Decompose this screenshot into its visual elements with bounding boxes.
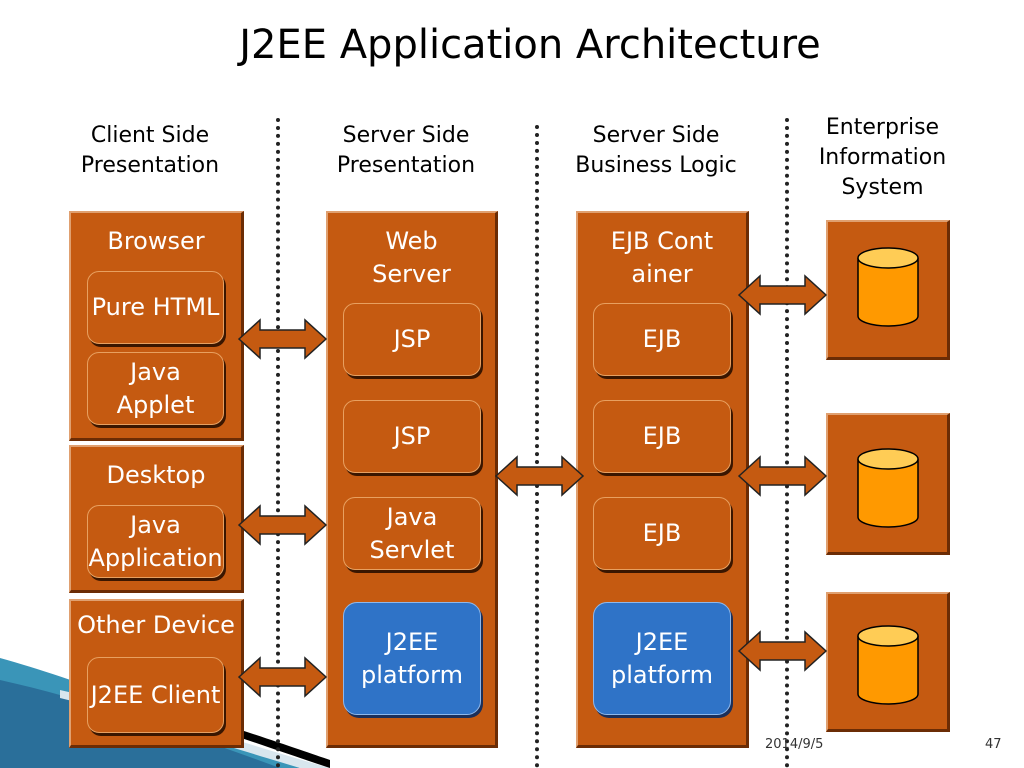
slide-date: 2014/9/5 bbox=[765, 737, 824, 752]
header-line: Client Side bbox=[90, 123, 210, 148]
header-server-presentation: Server Side Presentation bbox=[311, 121, 501, 181]
eis-panel bbox=[826, 220, 950, 360]
browser-title: Browser bbox=[107, 227, 205, 255]
header-line: Presentation bbox=[80, 153, 220, 178]
j2ee-platform-label: J2EE platform bbox=[361, 627, 463, 689]
java-applet-label: Java Applet bbox=[116, 357, 195, 419]
java-application-box: Java Application bbox=[87, 505, 224, 578]
ejb-box: EJB bbox=[593, 303, 731, 376]
database-icon bbox=[857, 247, 919, 327]
double-arrow-icon bbox=[238, 504, 328, 546]
double-arrow-icon bbox=[495, 455, 585, 497]
database-icon bbox=[857, 625, 919, 705]
j2ee-platform-box: J2EE platform bbox=[343, 602, 481, 715]
desktop-title: Desktop bbox=[106, 461, 206, 489]
jsp-box: JSP bbox=[343, 303, 481, 376]
header-enterprise-information-system: Enterprise Information System bbox=[795, 113, 970, 203]
header-line: Enterprise bbox=[825, 115, 940, 140]
java-servlet-label: Java Servlet bbox=[369, 502, 455, 564]
j2ee-platform-label: J2EE platform bbox=[611, 627, 713, 689]
slide-title: J2EE Application Architecture bbox=[239, 22, 821, 68]
eis-panel bbox=[826, 413, 950, 555]
ejb-label: EJB bbox=[642, 519, 682, 547]
header-line: Information bbox=[818, 145, 947, 170]
eis-panel bbox=[826, 592, 950, 732]
ejb-label: EJB bbox=[642, 422, 682, 450]
double-arrow-icon bbox=[738, 274, 828, 316]
ejb-label: EJB bbox=[642, 325, 682, 353]
pure-html-label: Pure HTML bbox=[91, 293, 220, 321]
ejb-box: EJB bbox=[593, 400, 731, 473]
header-line: Server Side bbox=[342, 123, 470, 148]
header-line: System bbox=[841, 175, 924, 200]
j2ee-platform-box: J2EE platform bbox=[593, 602, 731, 715]
java-applet-box: Java Applet bbox=[87, 352, 224, 425]
web-server-title: Web Server bbox=[372, 227, 451, 288]
database-icon bbox=[857, 448, 919, 528]
double-arrow-icon bbox=[238, 318, 328, 360]
double-arrow-icon bbox=[238, 656, 328, 698]
ejb-box: EJB bbox=[593, 497, 731, 570]
slide-number: 47 bbox=[985, 737, 1002, 752]
double-arrow-icon bbox=[738, 455, 828, 497]
tier-separator bbox=[535, 125, 539, 768]
j2ee-client-label: J2EE Client bbox=[90, 680, 221, 709]
jsp-label: JSP bbox=[393, 325, 431, 353]
pure-html-box: Pure HTML bbox=[87, 271, 224, 344]
j2ee-client-box: J2EE Client bbox=[87, 657, 224, 733]
jsp-box: JSP bbox=[343, 400, 481, 473]
java-application-label: Java Application bbox=[88, 510, 223, 572]
other-device-title: Other Device bbox=[77, 611, 235, 639]
header-line: Server Side bbox=[592, 123, 720, 148]
java-servlet-box: Java Servlet bbox=[343, 497, 481, 570]
header-line: Presentation bbox=[336, 153, 476, 178]
ejb-container-title: EJB Container bbox=[610, 227, 714, 288]
header-business-logic: Server Side Business Logic bbox=[556, 121, 756, 181]
double-arrow-icon bbox=[738, 630, 828, 672]
tier-separator bbox=[785, 118, 789, 768]
header-line: Business Logic bbox=[575, 153, 737, 178]
header-client-presentation: Client Side Presentation bbox=[55, 121, 245, 181]
jsp-label: JSP bbox=[393, 422, 431, 450]
tier-separator bbox=[276, 118, 280, 768]
